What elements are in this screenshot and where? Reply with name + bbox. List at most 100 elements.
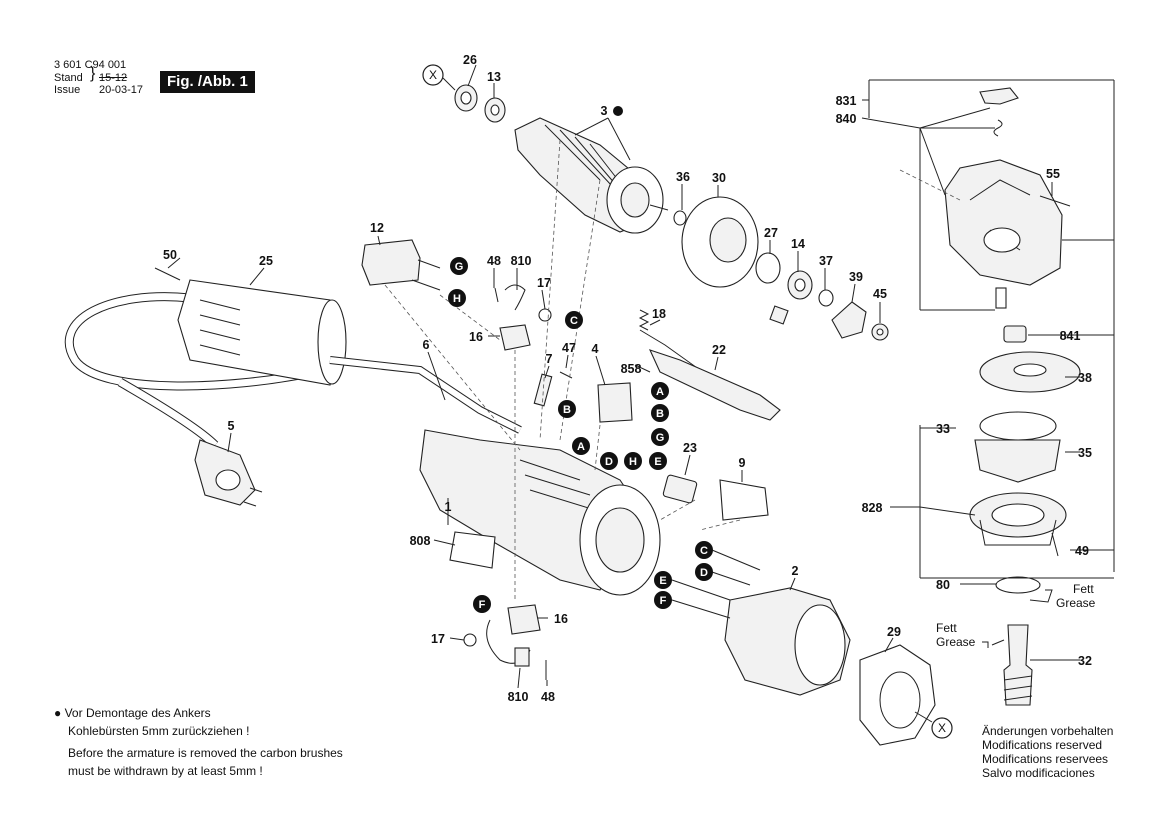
badge-c-stator: C xyxy=(695,541,713,559)
issue-value: 20-03-17 xyxy=(99,84,144,96)
callout-1: 1 xyxy=(445,500,452,514)
footnote-en-line2: must be withdrawn by at least 5mm ! xyxy=(68,764,263,778)
callout-16-bottom: 16 xyxy=(554,612,568,626)
callout-16-top: 16 xyxy=(469,330,483,344)
svg-text:B: B xyxy=(656,408,664,420)
ring-27-shape xyxy=(755,252,781,284)
plate-9-shape xyxy=(719,479,769,521)
callout-2: 2 xyxy=(792,564,799,578)
switch-23-shape xyxy=(662,474,698,504)
spring-18-shape xyxy=(638,309,650,331)
lock-button-shape xyxy=(979,87,1019,105)
guard-29-shape xyxy=(859,644,936,746)
callout-33: 33 xyxy=(936,422,950,436)
pin-shape xyxy=(995,287,1007,309)
washer-36-shape xyxy=(673,210,687,226)
callout-45: 45 xyxy=(873,287,887,301)
callout-840: 840 xyxy=(836,112,857,126)
svg-text:H: H xyxy=(453,293,461,305)
stand-label: Stand xyxy=(54,72,83,84)
svg-text:G: G xyxy=(656,432,665,444)
callout-55: 55 xyxy=(1046,167,1060,181)
callout-39: 39 xyxy=(849,270,863,284)
badge-e-mid: E xyxy=(649,452,667,470)
callout-48-top: 48 xyxy=(487,254,501,268)
svg-text:A: A xyxy=(577,441,585,453)
badge-d-stator: D xyxy=(695,563,713,581)
switch-4-shape xyxy=(597,382,633,423)
svg-text:X: X xyxy=(938,721,946,735)
callout-47: 47 xyxy=(562,341,576,355)
spring-shape xyxy=(993,119,1003,137)
figure-label: Fig. /Abb. 1 xyxy=(160,71,255,93)
svg-text:G: G xyxy=(455,261,464,273)
callout-25: 25 xyxy=(259,254,273,268)
callout-3: 3 xyxy=(601,104,608,118)
badge-a-left: A xyxy=(572,437,590,455)
svg-text:B: B xyxy=(563,404,571,416)
callout-6: 6 xyxy=(423,338,430,352)
needle-bearing-841-shape xyxy=(1003,325,1027,343)
callout-808: 808 xyxy=(410,534,431,548)
callout-23: 23 xyxy=(683,441,697,455)
gasket-35-shape xyxy=(974,439,1061,483)
issue-label: Issue xyxy=(54,84,81,96)
washer-80-shape xyxy=(995,576,1041,594)
callout-810-bottom: 810 xyxy=(508,690,529,704)
modifications-es: Salvo modificaciones xyxy=(982,766,1095,780)
callout-35: 35 xyxy=(1078,446,1092,460)
callout-831: 831 xyxy=(836,94,857,108)
callout-80: 80 xyxy=(936,578,950,592)
footnote-de-line2: Kohlebürsten 5mm zurückziehen ! xyxy=(68,724,250,738)
callout-858: 858 xyxy=(621,362,642,376)
svg-text:F: F xyxy=(660,595,667,607)
assembly-lines xyxy=(384,139,741,600)
bullet-dot-icon: ● xyxy=(54,706,62,720)
modifications-de: Änderungen vorbehalten xyxy=(982,724,1114,738)
capacitor-12-shape xyxy=(361,239,421,286)
badge-g-right: G xyxy=(651,428,669,446)
badge-c-top: C xyxy=(565,311,583,329)
callout-828: 828 xyxy=(862,501,883,515)
badge-e-stator: E xyxy=(654,571,672,589)
screw-55-shape xyxy=(1039,195,1071,207)
key-shape xyxy=(769,305,789,325)
screw-50-shape xyxy=(154,267,181,281)
callout-labels: 26 13 3 36 30 27 14 37 39 45 831 840 55 … xyxy=(163,53,1092,704)
doc-number: 3 601 C94 001 xyxy=(54,59,127,71)
connection-badges: G H C A B B A G D H E C D E F F xyxy=(448,257,713,613)
grease-left-line2: Grease xyxy=(936,635,976,649)
callout-18: 18 xyxy=(652,307,666,321)
callout-26: 26 xyxy=(463,53,477,67)
badge-b-right: B xyxy=(651,404,669,422)
badge-f-stator: F xyxy=(654,591,672,609)
callout-5: 5 xyxy=(228,419,235,433)
callout-841: 841 xyxy=(1060,329,1081,343)
svg-text:A: A xyxy=(656,386,664,398)
badge-b-left: B xyxy=(558,400,576,418)
callout-36: 36 xyxy=(676,170,690,184)
oring-33-shape xyxy=(979,411,1057,441)
callout-4: 4 xyxy=(592,342,599,356)
brush-holder-16a-shape xyxy=(499,324,531,351)
callout-17-top: 17 xyxy=(537,276,551,290)
svg-text:C: C xyxy=(570,315,578,327)
svg-text:C: C xyxy=(700,545,708,557)
svg-text:E: E xyxy=(654,456,661,468)
badge-h-mid: H xyxy=(624,452,642,470)
svg-text:H: H xyxy=(629,456,637,468)
grease-left-line1: Fett xyxy=(936,621,957,635)
badge-h-top: H xyxy=(448,289,466,307)
callout-50: 50 xyxy=(163,248,177,262)
svg-text:D: D xyxy=(700,567,708,579)
footnote-de-line1: ● Vor Demontage des Ankers xyxy=(54,704,211,722)
callout-32: 32 xyxy=(1078,654,1092,668)
motor-housing-group xyxy=(64,239,781,596)
badge-a-right: A xyxy=(651,382,669,400)
callout-9: 9 xyxy=(739,456,746,470)
callout-14: 14 xyxy=(791,237,805,251)
grease-notes: Fett Grease Fett Grease xyxy=(936,582,1096,649)
callout-810-top: 810 xyxy=(511,254,532,268)
